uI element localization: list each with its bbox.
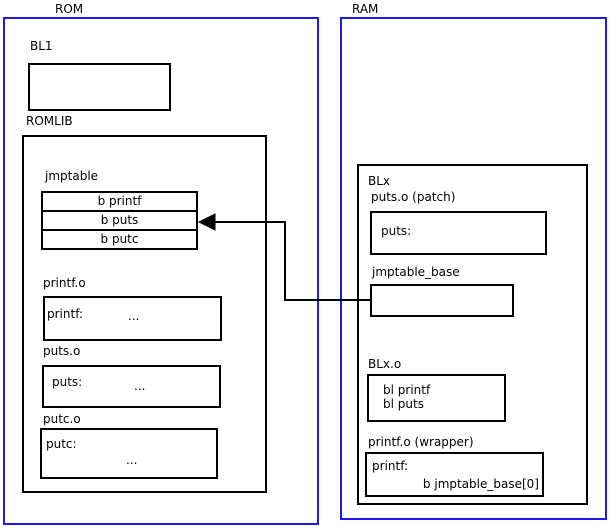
blx-o-box: bl printf bl puts xyxy=(367,374,506,422)
blx-o-line-bl-puts: bl puts xyxy=(383,397,424,411)
rom-label: ROM xyxy=(55,2,84,16)
blx-label: BLx xyxy=(368,174,391,188)
puts-patch-symbol: puts: xyxy=(381,224,412,238)
puts-patch-box: puts: xyxy=(370,211,547,255)
ram-label: RAM xyxy=(352,2,379,16)
romlib-label: ROMLIB xyxy=(26,114,73,128)
jmptable-row-b-printf: b printf xyxy=(41,191,198,212)
blx-box xyxy=(357,164,588,505)
printf-wrapper-symbol: printf: xyxy=(372,459,409,473)
printf-wrapper-box: printf: b jmptable_base[0] xyxy=(365,452,544,497)
romlib-box xyxy=(22,135,267,493)
printf-wrapper-label: printf.o (wrapper) xyxy=(368,435,474,449)
putc-o-box: putc: ... xyxy=(40,428,218,479)
puts-o-label: puts.o xyxy=(43,344,81,358)
printf-symbol: printf: xyxy=(47,307,84,321)
jmptable-row-b-putc: b putc xyxy=(41,229,198,250)
jmptable-base-label: jmptable_base xyxy=(372,265,460,279)
bl1-label: BL1 xyxy=(30,39,53,53)
puts-ellipsis: ... xyxy=(134,379,146,393)
printf-o-box: printf: ... xyxy=(43,296,222,341)
putc-ellipsis: ... xyxy=(126,453,138,467)
bl1-box xyxy=(28,63,171,111)
printf-o-label: printf.o xyxy=(43,276,86,290)
jmptable-base-box xyxy=(370,284,514,317)
puts-symbol: puts: xyxy=(52,375,83,389)
printf-wrapper-branch: b jmptable_base[0] xyxy=(422,477,539,491)
blx-o-label: BLx.o xyxy=(368,357,402,371)
jmptable-row-b-puts: b puts xyxy=(41,210,198,231)
blx-o-line-bl-printf: bl printf xyxy=(383,383,431,397)
jmptable-label: jmptable xyxy=(45,169,99,183)
puts-o-box: puts: ... xyxy=(42,365,221,408)
putc-symbol: putc: xyxy=(46,437,77,451)
puts-patch-label: puts.o (patch) xyxy=(371,190,456,204)
printf-ellipsis: ... xyxy=(128,309,140,323)
jmptable-rows: b printf b puts b putc xyxy=(41,191,198,250)
putc-o-label: putc.o xyxy=(43,412,81,426)
